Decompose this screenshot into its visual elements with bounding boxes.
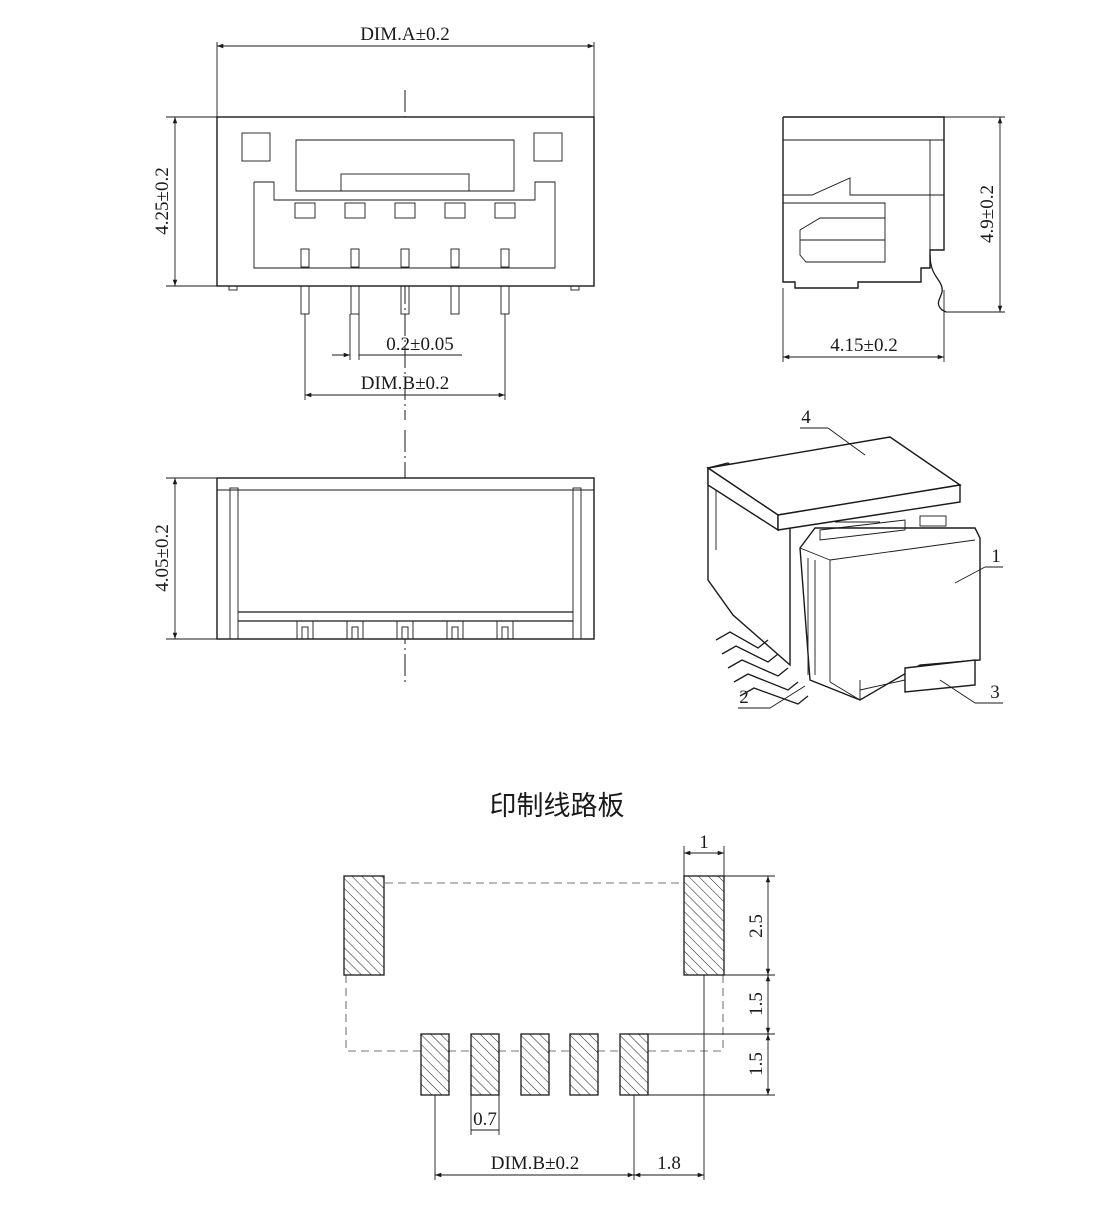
- bottom-view: 4.05±0.2: [152, 430, 595, 684]
- pcb-dim-pin-width: 0.7: [473, 1109, 497, 1130]
- pcb-dim-offset: 1.8: [657, 1153, 681, 1174]
- front-dim-a-label: DIM.A±0.2: [360, 24, 450, 45]
- pcb-signal-pad: [569, 1033, 599, 1096]
- front-dim-height-label: 4.25±0.2: [152, 167, 173, 234]
- pcb-mount-pad-left: [343, 875, 385, 976]
- side-dim-depth-label: 4.15±0.2: [830, 335, 897, 356]
- pcb-signal-pad: [470, 1033, 500, 1096]
- pcb-dim-pad-width: 1: [699, 832, 709, 853]
- iso-view: 4 1 2 3: [706, 407, 1003, 709]
- iso-callout-2: 2: [739, 687, 749, 708]
- pcb-dim-pin-height: 1.5: [746, 1052, 767, 1076]
- pcb-dim-gap: 1.5: [746, 992, 767, 1016]
- pcb-dim-b: DIM.B±0.2: [491, 1153, 580, 1174]
- pcb-title: 印制线路板: [490, 791, 625, 822]
- iso-callout-3: 3: [990, 682, 1000, 703]
- pcb-layout: 印制线路板 1 2.5 1.5 1.5: [343, 791, 775, 1180]
- pcb-dim-pad-height: 2.5: [746, 914, 767, 938]
- pcb-mount-pad-right: [683, 875, 725, 976]
- front-dim-pitch-label: 0.2±0.05: [386, 334, 453, 355]
- front-view: DIM.A±0.2 4.25±0.2 0.2±0.05 DIM.B±0.2: [152, 24, 595, 420]
- iso-callout-4: 4: [801, 407, 811, 428]
- pcb-signal-pad: [420, 1033, 450, 1096]
- bottom-dim-height-label: 4.05±0.2: [152, 524, 173, 591]
- side-dim-height-label: 4.9±0.2: [977, 185, 998, 243]
- front-contacts: [294, 202, 516, 268]
- pcb-signal-pad: [619, 1033, 649, 1096]
- pcb-signal-pad: [520, 1033, 550, 1096]
- side-view: 4.9±0.2 4.15±0.2: [782, 116, 1005, 362]
- iso-callout-1: 1: [991, 546, 1001, 567]
- front-dim-b-label: DIM.B±0.2: [361, 373, 450, 394]
- bottom-contacts: [296, 620, 514, 640]
- iso-leads: [715, 631, 809, 705]
